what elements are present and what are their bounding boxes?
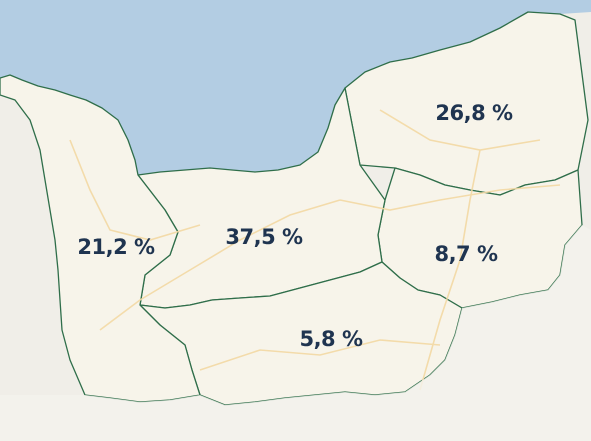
sea (0, 0, 591, 175)
value-label-manche: 21,2 % (77, 235, 155, 259)
value-label-calvados: 37,5 % (225, 225, 303, 249)
outside-region-south (0, 225, 591, 441)
value-label-eure: 8,7 % (434, 242, 498, 266)
road-a84 (99, 199, 341, 331)
road-a13 (339, 184, 561, 211)
departments (0, 11, 589, 406)
road-a29 (379, 109, 541, 151)
department-manche (0, 74, 201, 403)
road-n12 (199, 339, 441, 371)
road-n13 (69, 139, 201, 241)
value-label-seine-maritime: 26,8 % (435, 101, 513, 125)
value-label-orne: 5,8 % (299, 327, 363, 351)
road-a28 (419, 149, 481, 391)
roads (69, 109, 561, 391)
